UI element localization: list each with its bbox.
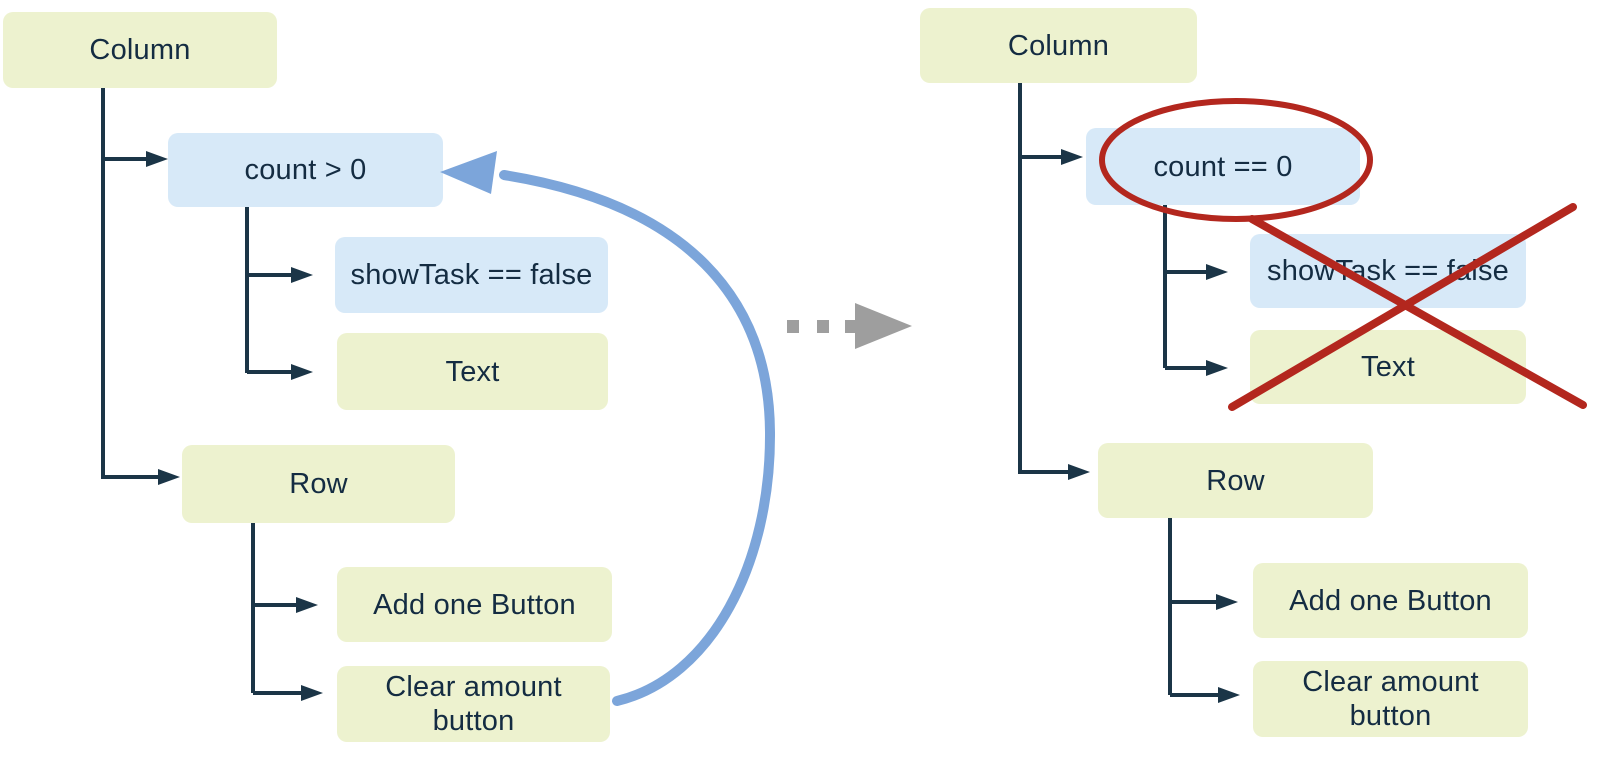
right-column-node: Column [920,8,1197,83]
right-branch-showtask-arrowhead [1206,264,1228,280]
left-branch-text-arrowhead [291,364,313,380]
left-branch-condition-arrowhead [146,151,168,167]
left-column-node: Column [3,12,277,88]
left-branch-showtask-arrowhead [291,267,313,283]
right-clear-amount-node: Clear amount button [1253,661,1528,737]
left-condition-node: count > 0 [168,133,443,207]
right-text-node: Text [1250,330,1526,404]
left-add-one-node: Add one Button [337,567,612,642]
right-add-one-node: Add one Button [1253,563,1528,638]
left-text-node: Text [337,333,608,410]
right-tree-connectors [1018,83,1240,703]
left-clear-amount-node: Clear amount button [337,666,610,742]
right-row-node: Row [1098,443,1373,518]
left-column-trunk-line [101,88,158,479]
right-branch-row-arrowhead [1068,464,1090,480]
left-showtask-node: showTask == false [335,237,608,313]
right-branch-addone-arrowhead [1216,594,1238,610]
left-branch-row-arrowhead [158,469,180,485]
right-column-trunk-line [1018,83,1068,474]
right-branch-text-arrowhead [1206,360,1228,376]
left-row-node: Row [182,445,455,523]
right-branch-condition-arrowhead [1061,149,1083,165]
left-branch-addone-arrowhead [296,597,318,613]
right-showtask-node: showTask == false [1250,234,1526,308]
left-tree-connectors [101,88,323,701]
right-branch-clear-arrowhead [1218,687,1240,703]
right-condition-node: count == 0 [1086,128,1360,205]
left-branch-clear-arrowhead [301,685,323,701]
